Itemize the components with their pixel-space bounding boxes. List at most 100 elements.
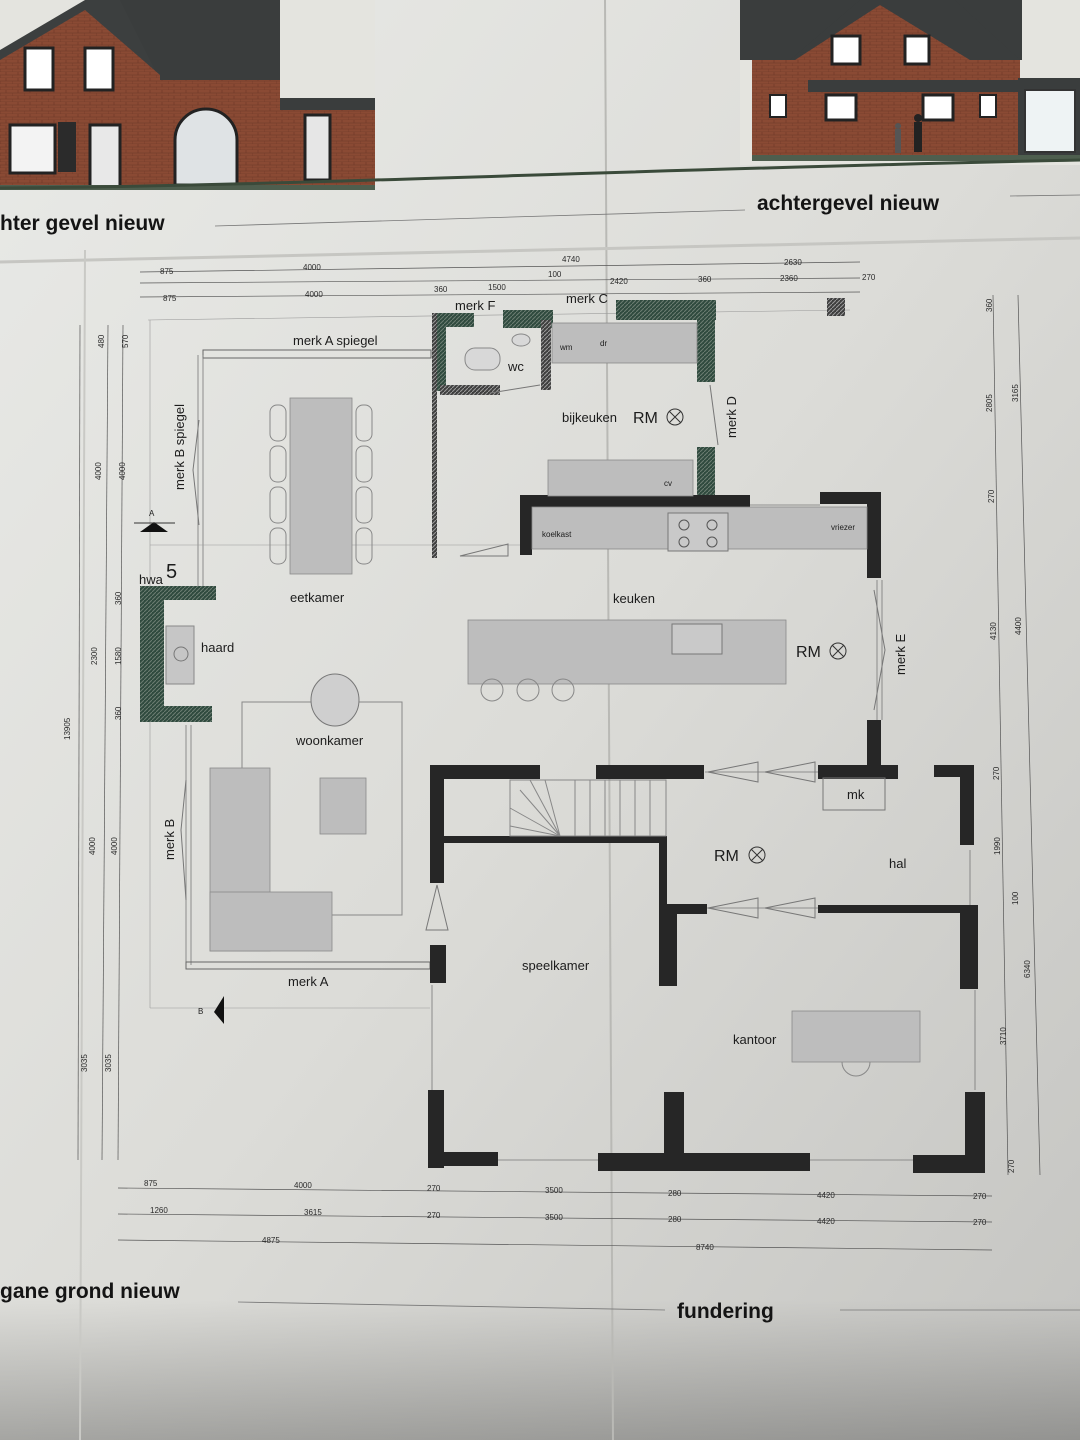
dim-left-570: 570: [121, 334, 130, 348]
dim-left-4000a: 4000: [94, 462, 103, 480]
mark-e: merk E: [893, 634, 908, 676]
dim-bottom-875: 875: [144, 1179, 158, 1188]
dim-top-2630: 2630: [784, 258, 802, 267]
dim-left-480: 480: [97, 334, 106, 348]
dim-bottom-8740: 8740: [696, 1243, 714, 1252]
dim-bottom-4875: 4875: [262, 1236, 280, 1245]
dim-right-4130: 4130: [989, 622, 998, 640]
dim-left-3035b: 3035: [104, 1054, 113, 1072]
walls-annex: [432, 298, 881, 578]
dim-top-1500: 1500: [488, 283, 506, 292]
dim-left-4000c: 4000: [88, 837, 97, 855]
room-haard: haard: [201, 640, 234, 655]
dim-right-1990: 1990: [993, 837, 1002, 855]
room-speelkamer: speelkamer: [522, 958, 590, 973]
dim-top-360: 360: [434, 285, 448, 294]
fixture-vriezer: vriezer: [831, 523, 855, 532]
dim-top-2360: 2360: [780, 274, 798, 283]
room-woonkamer: woonkamer: [295, 733, 364, 748]
dim-bottom-270d: 270: [973, 1218, 987, 1227]
dim-top-2420: 2420: [610, 277, 628, 286]
room-hal: hal: [889, 856, 906, 871]
dim-bottom-280a: 280: [668, 1189, 682, 1198]
dim-left-3035a: 3035: [80, 1054, 89, 1072]
rear-elevation-title: achtergevel nieuw: [757, 192, 940, 215]
fixture-labels: wm dr cv koelkast vriezer: [542, 339, 855, 539]
mark-b: merk B: [162, 819, 177, 860]
dim-bottom-4420b: 4420: [817, 1217, 835, 1226]
room-kantoor: kantoor: [733, 1032, 777, 1047]
dim-left-2300: 2300: [90, 647, 99, 665]
window-mark-labels: merk A spiegel merk B spiegel merk F mer…: [162, 291, 908, 989]
room-eetkamer: eetkamer: [290, 590, 345, 605]
room-wc: wc: [507, 359, 524, 374]
mark-c: merk C: [566, 291, 608, 306]
furniture: [180, 322, 921, 1077]
dim-right-270c: 270: [1007, 1159, 1016, 1173]
dim-right-100: 100: [1011, 891, 1020, 905]
dim-bottom-270a: 270: [427, 1184, 441, 1193]
dim-bottom-1260: 1260: [150, 1206, 168, 1215]
foundation-title: fundering: [677, 1300, 774, 1323]
fixture-dr: dr: [600, 339, 607, 348]
section-a-label: A: [149, 509, 155, 518]
room-mk: mk: [847, 787, 865, 802]
mark-b-spiegel: merk B spiegel: [172, 404, 187, 490]
fixture-cv: cv: [664, 479, 672, 488]
mark-a: merk A: [288, 974, 329, 989]
dim-top-875: 875: [160, 267, 174, 276]
front-elevation-title: hter gevel nieuw: [0, 212, 165, 235]
dim-top-4000b: 4000: [305, 290, 323, 299]
dim-right-270a: 270: [987, 489, 996, 503]
top-dimensions: 875 4000 4740 2630 360 1500 100 2420 360…: [139, 255, 876, 303]
rm-label-hal: RM: [714, 848, 739, 865]
room-labels: wc bijkeuken eetkamer keuken haard woonk…: [139, 359, 906, 1047]
dim-left-360a: 360: [114, 591, 123, 605]
dim-top-4000: 4000: [303, 263, 321, 272]
section-markers: A B 5: [134, 509, 224, 1024]
dim-bottom-4000: 4000: [294, 1181, 312, 1190]
dim-left-360b: 360: [114, 706, 123, 720]
dim-right-4400: 4400: [1014, 617, 1023, 635]
dim-bottom-4420a: 4420: [817, 1191, 835, 1200]
number-5-label: 5: [166, 561, 177, 583]
dim-right-360: 360: [985, 298, 994, 312]
dim-left-1580: 1580: [114, 647, 123, 665]
right-dimensions: 360 2805 270 4130 270 1990 100 3710 270 …: [985, 294, 1041, 1176]
dim-bottom-270c: 270: [427, 1211, 441, 1220]
room-keuken: keuken: [613, 591, 655, 606]
dim-right-6340: 6340: [1023, 960, 1032, 978]
ground-floor-title: gane grond nieuw: [0, 1280, 180, 1303]
dim-top-270: 270: [862, 273, 876, 282]
section-b-label: B: [198, 1007, 203, 1016]
dim-top-875b: 875: [163, 294, 177, 303]
fixture-koelkast: koelkast: [542, 530, 572, 539]
rm-markers: RM RM RM: [633, 408, 847, 865]
dim-right-3710: 3710: [999, 1027, 1008, 1045]
dim-bottom-3615: 3615: [304, 1208, 322, 1217]
dim-left-13905: 13905: [63, 717, 72, 740]
room-bijkeuken: bijkeuken: [562, 410, 617, 425]
dim-bottom-280b: 280: [668, 1215, 682, 1224]
walls-main: [428, 720, 985, 1173]
bottom-dimensions: 875 4000 270 3500 280 4420 270 1260 3615…: [117, 1179, 993, 1252]
rm-label-keuken: RM: [796, 644, 821, 661]
rm-label-bijkeuken: RM: [633, 410, 658, 427]
front-elevation-drawing: [0, 0, 375, 190]
dim-top-360b: 360: [698, 275, 712, 284]
label-hwa: hwa: [139, 572, 164, 587]
dim-right-3165: 3165: [1011, 384, 1020, 402]
mark-a-spiegel: merk A spiegel: [293, 333, 378, 348]
mark-f: merk F: [455, 298, 496, 313]
dim-top-4740: 4740: [562, 255, 580, 264]
left-dimensions: 13905 3035 480 570 4000 4000 360 2300 15…: [63, 324, 130, 1161]
dim-right-2805: 2805: [985, 394, 994, 412]
dim-right-270b: 270: [992, 766, 1001, 780]
dim-left-4000d: 4000: [110, 837, 119, 855]
fixture-wm: wm: [559, 343, 573, 352]
rear-elevation-drawing: [740, 0, 1080, 165]
dim-left-4000b: 4000: [118, 462, 127, 480]
dim-top-100: 100: [548, 270, 562, 279]
